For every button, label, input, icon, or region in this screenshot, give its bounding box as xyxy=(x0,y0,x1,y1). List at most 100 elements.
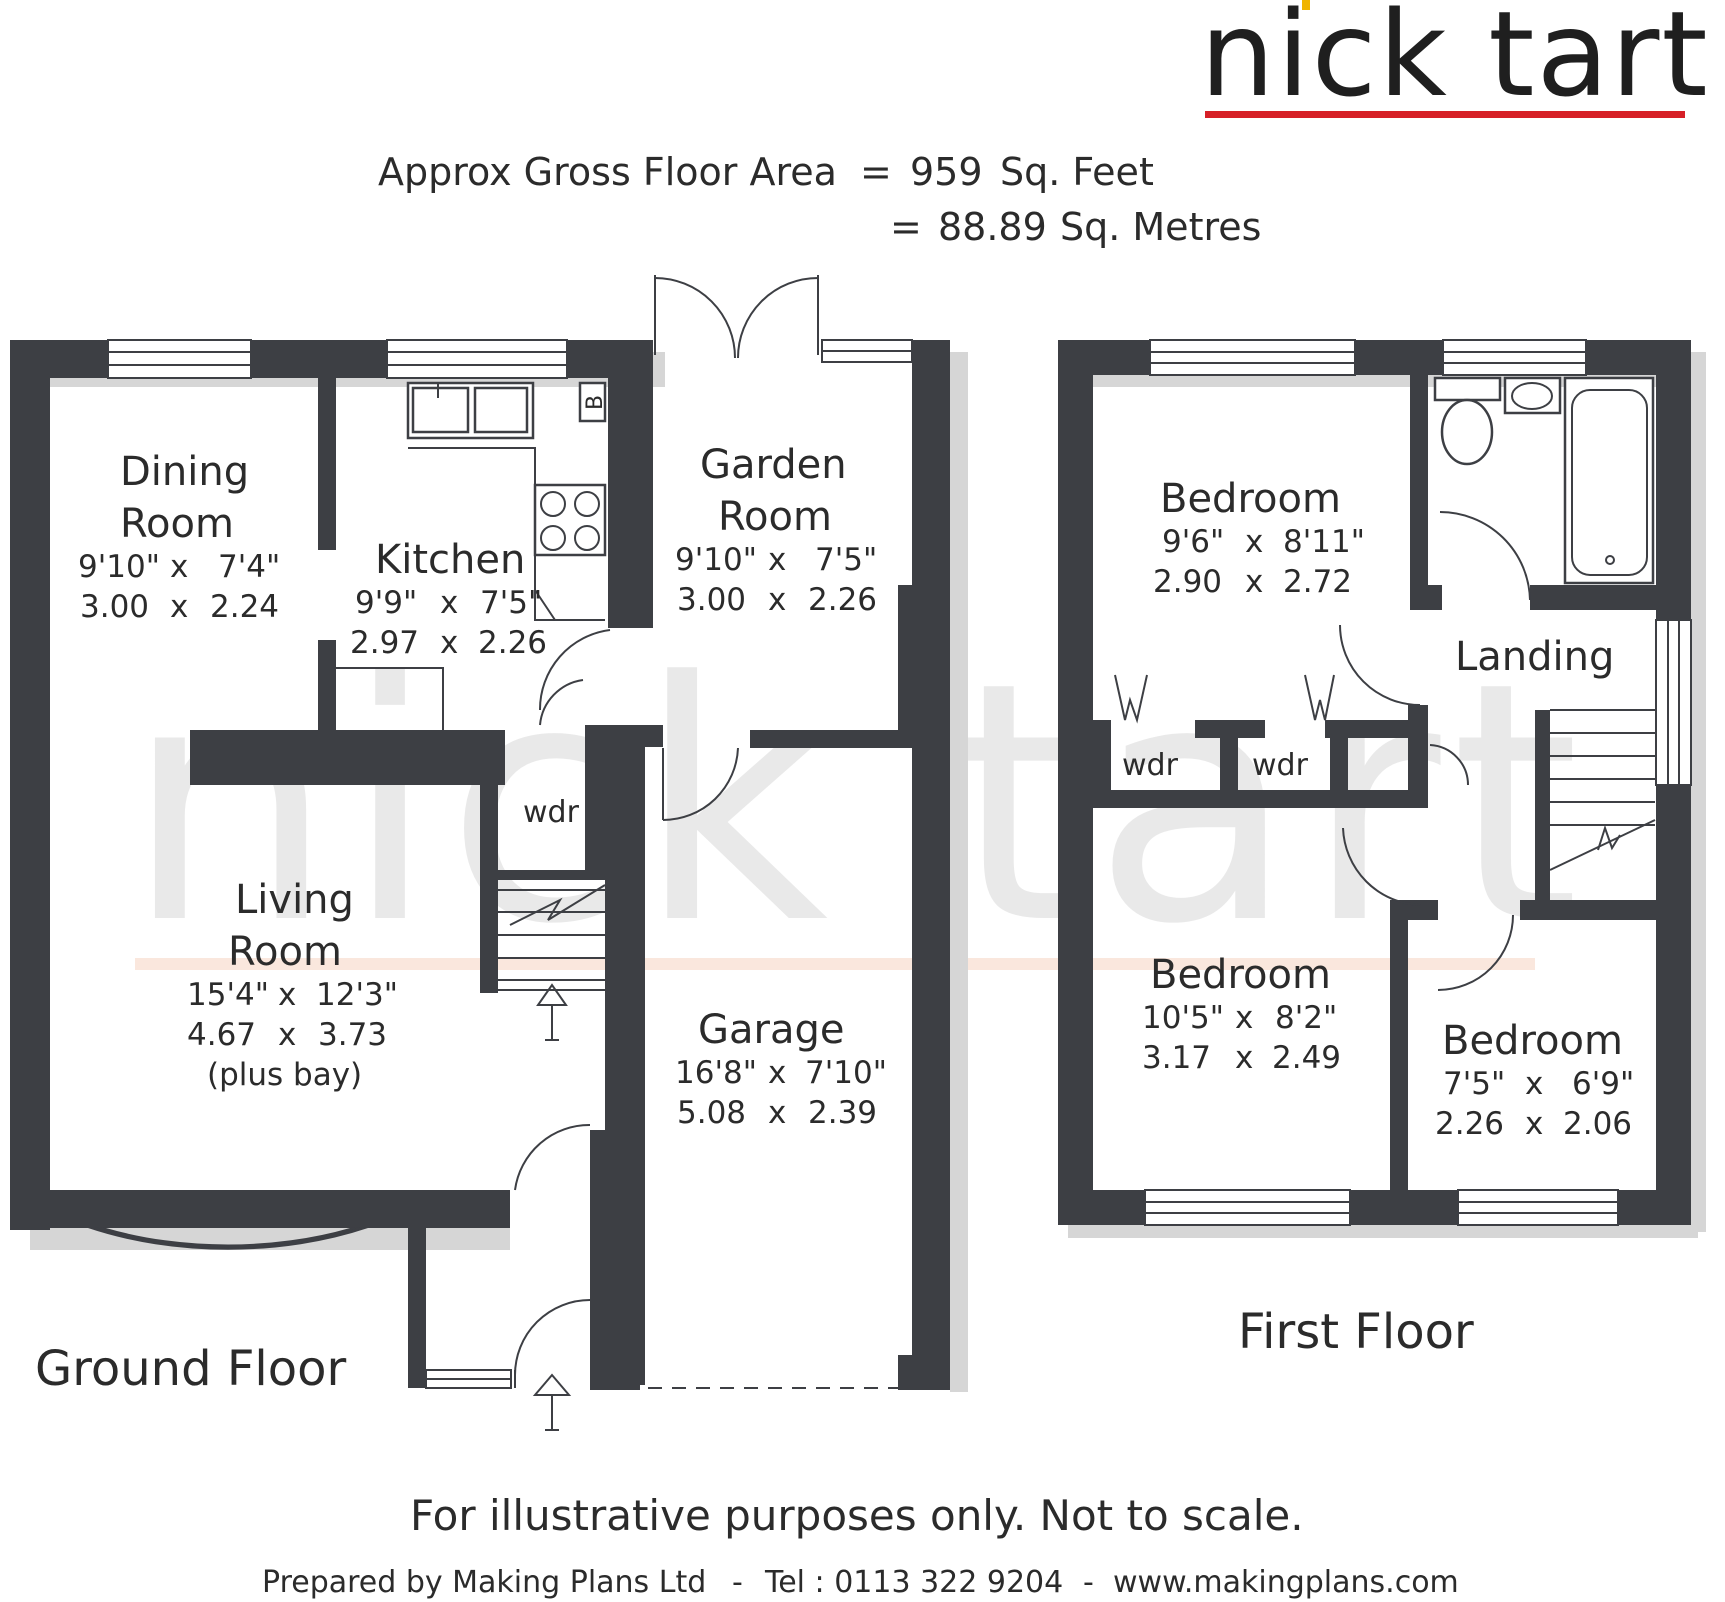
area-equals-2: = xyxy=(890,205,922,249)
dining-room-name-1: Dining xyxy=(120,449,249,495)
garage-label: Garage 16'8" x 7'10" 5.08 x 2.39 xyxy=(675,1007,887,1131)
area-label: Approx Gross Floor Area xyxy=(378,150,837,194)
disclaimer-text: For illustrative purposes only. Not to s… xyxy=(410,1491,1304,1540)
kitchen-label: Kitchen 9'9" x 7'5" 2.97 x 2.26 xyxy=(350,537,547,661)
living-imp-h: 12'3" xyxy=(316,977,398,1013)
kitchen-imp-w: 9'9" xyxy=(355,585,417,621)
bedroom-1-label: Bedroom 9'6" x 8'11" 2.90 x 2.72 xyxy=(1153,476,1365,600)
living-imp-w: 15'4" xyxy=(187,977,269,1013)
first-wardrobe-1-label: wdr xyxy=(1122,748,1179,783)
brand-underline xyxy=(1205,111,1685,118)
dining-imp-w: 9'10" xyxy=(78,549,160,585)
first-floor-plan: Bedroom 9'6" x 8'11" 2.90 x 2.72 Landing… xyxy=(1058,339,1706,1360)
garden-imp-h: 7'5" xyxy=(815,542,877,578)
gross-floor-area: Approx Gross Floor Area = 959 Sq. Feet =… xyxy=(378,150,1261,249)
footer-separator-2: - xyxy=(1083,1565,1094,1600)
garage-imp-w: 16'8" xyxy=(675,1055,757,1091)
bedroom-2-imp-x: x xyxy=(1235,1000,1253,1036)
living-met-w: 4.67 xyxy=(187,1017,256,1053)
bedroom-1-imp-w: 9'6" xyxy=(1162,524,1224,560)
website-link[interactable]: www.makingplans.com xyxy=(1113,1565,1459,1600)
bedroom-2-label: Bedroom 10'5" x 8'2" 3.17 x 2.49 xyxy=(1142,952,1341,1076)
bedroom-2-met-w: 3.17 xyxy=(1142,1040,1211,1076)
kitchen-imp-h: 7'5" xyxy=(480,585,542,621)
area-equals-1: = xyxy=(860,150,892,194)
living-room-name-1: Living xyxy=(235,877,354,923)
garage-met-h: 2.39 xyxy=(808,1095,877,1131)
dining-room-label: Dining Room 9'10" x 7'4" 3.00 x 2.24 xyxy=(78,449,280,625)
bedroom-2-imp-h: 8'2" xyxy=(1275,1000,1337,1036)
garden-imp-x: x xyxy=(768,542,786,578)
landing-label: Landing xyxy=(1455,634,1614,680)
garden-room-name-2: Room xyxy=(718,494,832,540)
bedroom-2-met-x: x xyxy=(1235,1040,1253,1076)
garden-imp-w: 9'10" xyxy=(675,542,757,578)
brand-accent xyxy=(1302,0,1310,10)
kitchen-met-w: 2.97 xyxy=(350,625,419,661)
bath-icon xyxy=(1563,376,1655,585)
living-room-name-2: Room xyxy=(228,929,342,975)
garden-room-name-1: Garden xyxy=(700,442,847,488)
living-imp-x: x xyxy=(278,977,296,1013)
garden-room-doors xyxy=(654,275,819,359)
bedroom-1-name: Bedroom xyxy=(1160,476,1341,522)
area-sqft-value: 959 xyxy=(910,150,983,194)
garage-imp-h: 7'10" xyxy=(805,1055,887,1091)
kitchen-name: Kitchen xyxy=(375,537,525,583)
brand-name: nick tart xyxy=(1200,0,1710,123)
prepared-by-text: Prepared by Making Plans Ltd xyxy=(262,1565,706,1600)
ground-floor-stairs xyxy=(498,884,606,1041)
dining-met-h: 2.24 xyxy=(210,589,279,625)
ground-floor-walls xyxy=(10,340,950,1390)
dining-met-w: 3.00 xyxy=(80,589,149,625)
living-met-x: x xyxy=(278,1017,296,1053)
bedroom-1-met-w: 2.90 xyxy=(1153,564,1222,600)
kitchen-met-h: 2.26 xyxy=(478,625,547,661)
ground-floor-internal-doors xyxy=(514,629,739,1388)
first-floor-doors xyxy=(1114,511,1531,991)
toilet-cistern-icon xyxy=(1433,376,1502,402)
bedroom-2-imp-w: 10'5" xyxy=(1142,1000,1224,1036)
garage-met-x: x xyxy=(768,1095,786,1131)
boiler-label: B xyxy=(583,395,608,410)
bedroom-3-met-w: 2.26 xyxy=(1435,1106,1504,1142)
garage-met-w: 5.08 xyxy=(677,1095,746,1131)
garden-met-h: 2.26 xyxy=(808,582,877,618)
bedroom-1-met-x: x xyxy=(1245,564,1263,600)
first-floor-windows xyxy=(1144,339,1692,1226)
boiler-icon xyxy=(578,381,607,423)
area-sqm-value: 88.89 xyxy=(938,205,1047,249)
dining-imp-x: x xyxy=(170,549,188,585)
bedroom-1-imp-h: 8'11" xyxy=(1283,524,1365,560)
garden-met-x: x xyxy=(768,582,786,618)
dining-room-name-2: Room xyxy=(120,501,234,547)
bedroom-3-met-x: x xyxy=(1525,1106,1543,1142)
kitchen-fittings: B xyxy=(336,381,608,730)
bedroom-3-imp-h: 6'9" xyxy=(1572,1066,1634,1102)
footer-separator-1: - xyxy=(732,1565,743,1600)
bedroom-3-imp-x: x xyxy=(1525,1066,1543,1102)
dining-met-x: x xyxy=(170,589,188,625)
phone-text: Tel : 0113 322 9204 xyxy=(764,1565,1063,1600)
bedroom-3-met-h: 2.06 xyxy=(1563,1106,1632,1142)
toilet-icon xyxy=(1440,398,1494,466)
first-floor-stairs xyxy=(1549,709,1656,871)
entrance-arrow-icon xyxy=(532,1373,572,1430)
ground-floor-plan: B Dining R xyxy=(10,275,968,1431)
living-room-label: Living Room 15'4" x 12'3" 4.67 x 3.73 (p… xyxy=(187,877,398,1093)
bedroom-2-met-h: 2.49 xyxy=(1272,1040,1341,1076)
garden-met-w: 3.00 xyxy=(677,582,746,618)
hob-icon xyxy=(533,483,607,557)
dining-imp-h: 7'4" xyxy=(218,549,280,585)
bedroom-3-name: Bedroom xyxy=(1442,1018,1623,1064)
area-sqft-unit: Sq. Feet xyxy=(1000,150,1154,194)
bathroom-fittings xyxy=(1433,376,1655,585)
garage-imp-x: x xyxy=(768,1055,786,1091)
footer: For illustrative purposes only. Not to s… xyxy=(262,1491,1459,1600)
ground-wardrobe-label: wdr xyxy=(523,795,580,830)
bedroom-1-imp-x: x xyxy=(1245,524,1263,560)
bedroom-2-name: Bedroom xyxy=(1150,952,1331,998)
garage-name: Garage xyxy=(698,1007,844,1053)
bedroom-3-label: Bedroom 7'5" x 6'9" 2.26 x 2.06 xyxy=(1435,1018,1634,1142)
